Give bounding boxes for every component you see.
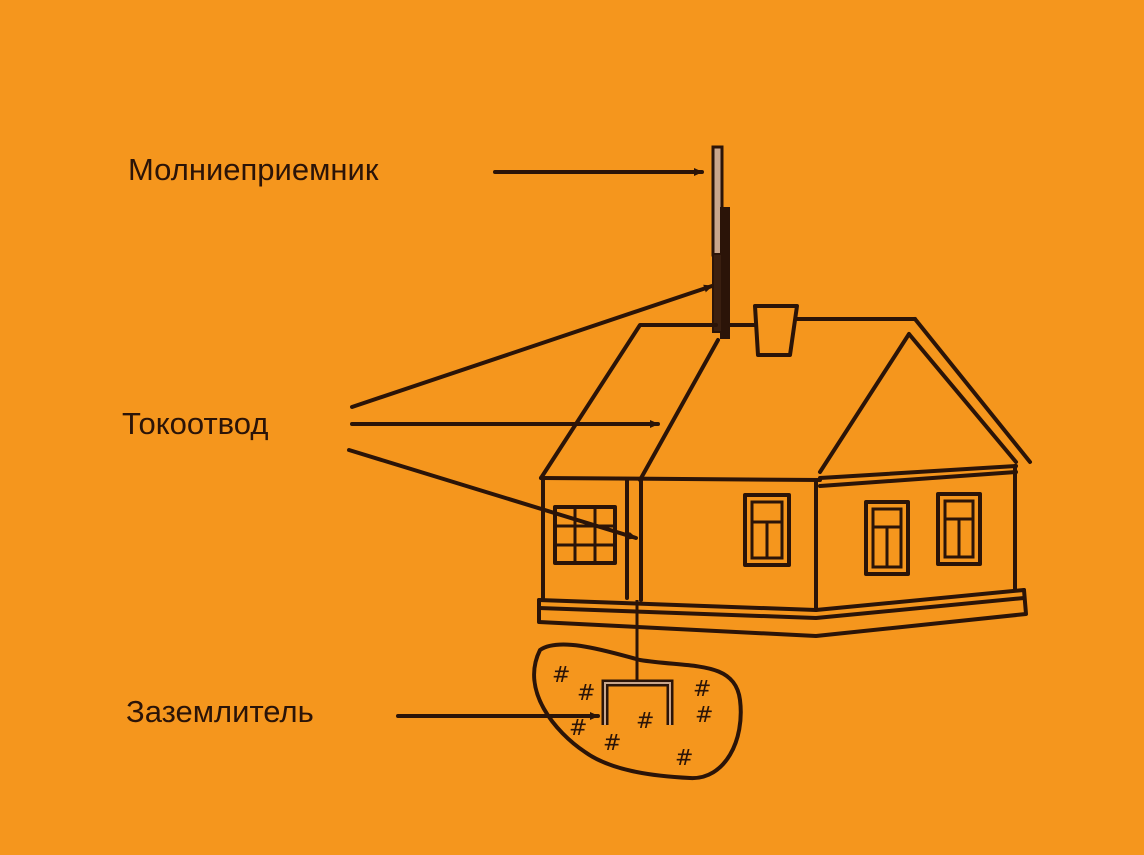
label-down-conductor: Токоотвод (122, 406, 269, 441)
callout-arrows (347, 168, 714, 720)
svg-text:#: # (675, 746, 693, 771)
air-terminal-icon (711, 145, 730, 339)
label-ground-electrode: Заземлитель (126, 694, 314, 729)
ground-electrode-icon (604, 682, 671, 725)
window-front (743, 493, 791, 567)
svg-text:#: # (569, 716, 587, 741)
svg-text:#: # (693, 677, 711, 702)
svg-text:#: # (636, 709, 654, 734)
svg-text:#: # (552, 663, 570, 688)
svg-text:#: # (577, 681, 595, 706)
foundation (537, 588, 1028, 638)
walls (541, 464, 1017, 612)
svg-text:#: # (603, 731, 621, 756)
ground-soil-area (532, 642, 743, 781)
window-side-2 (936, 492, 982, 566)
window-left-grid (553, 505, 617, 565)
svg-text:#: # (695, 703, 713, 728)
roof (539, 317, 1032, 488)
chimney-icon (753, 304, 799, 357)
soil-hatch-icons: # # # # # # # # (552, 663, 713, 771)
window-side-1 (864, 500, 910, 576)
label-air-terminal: Молниеприемник (128, 152, 379, 187)
